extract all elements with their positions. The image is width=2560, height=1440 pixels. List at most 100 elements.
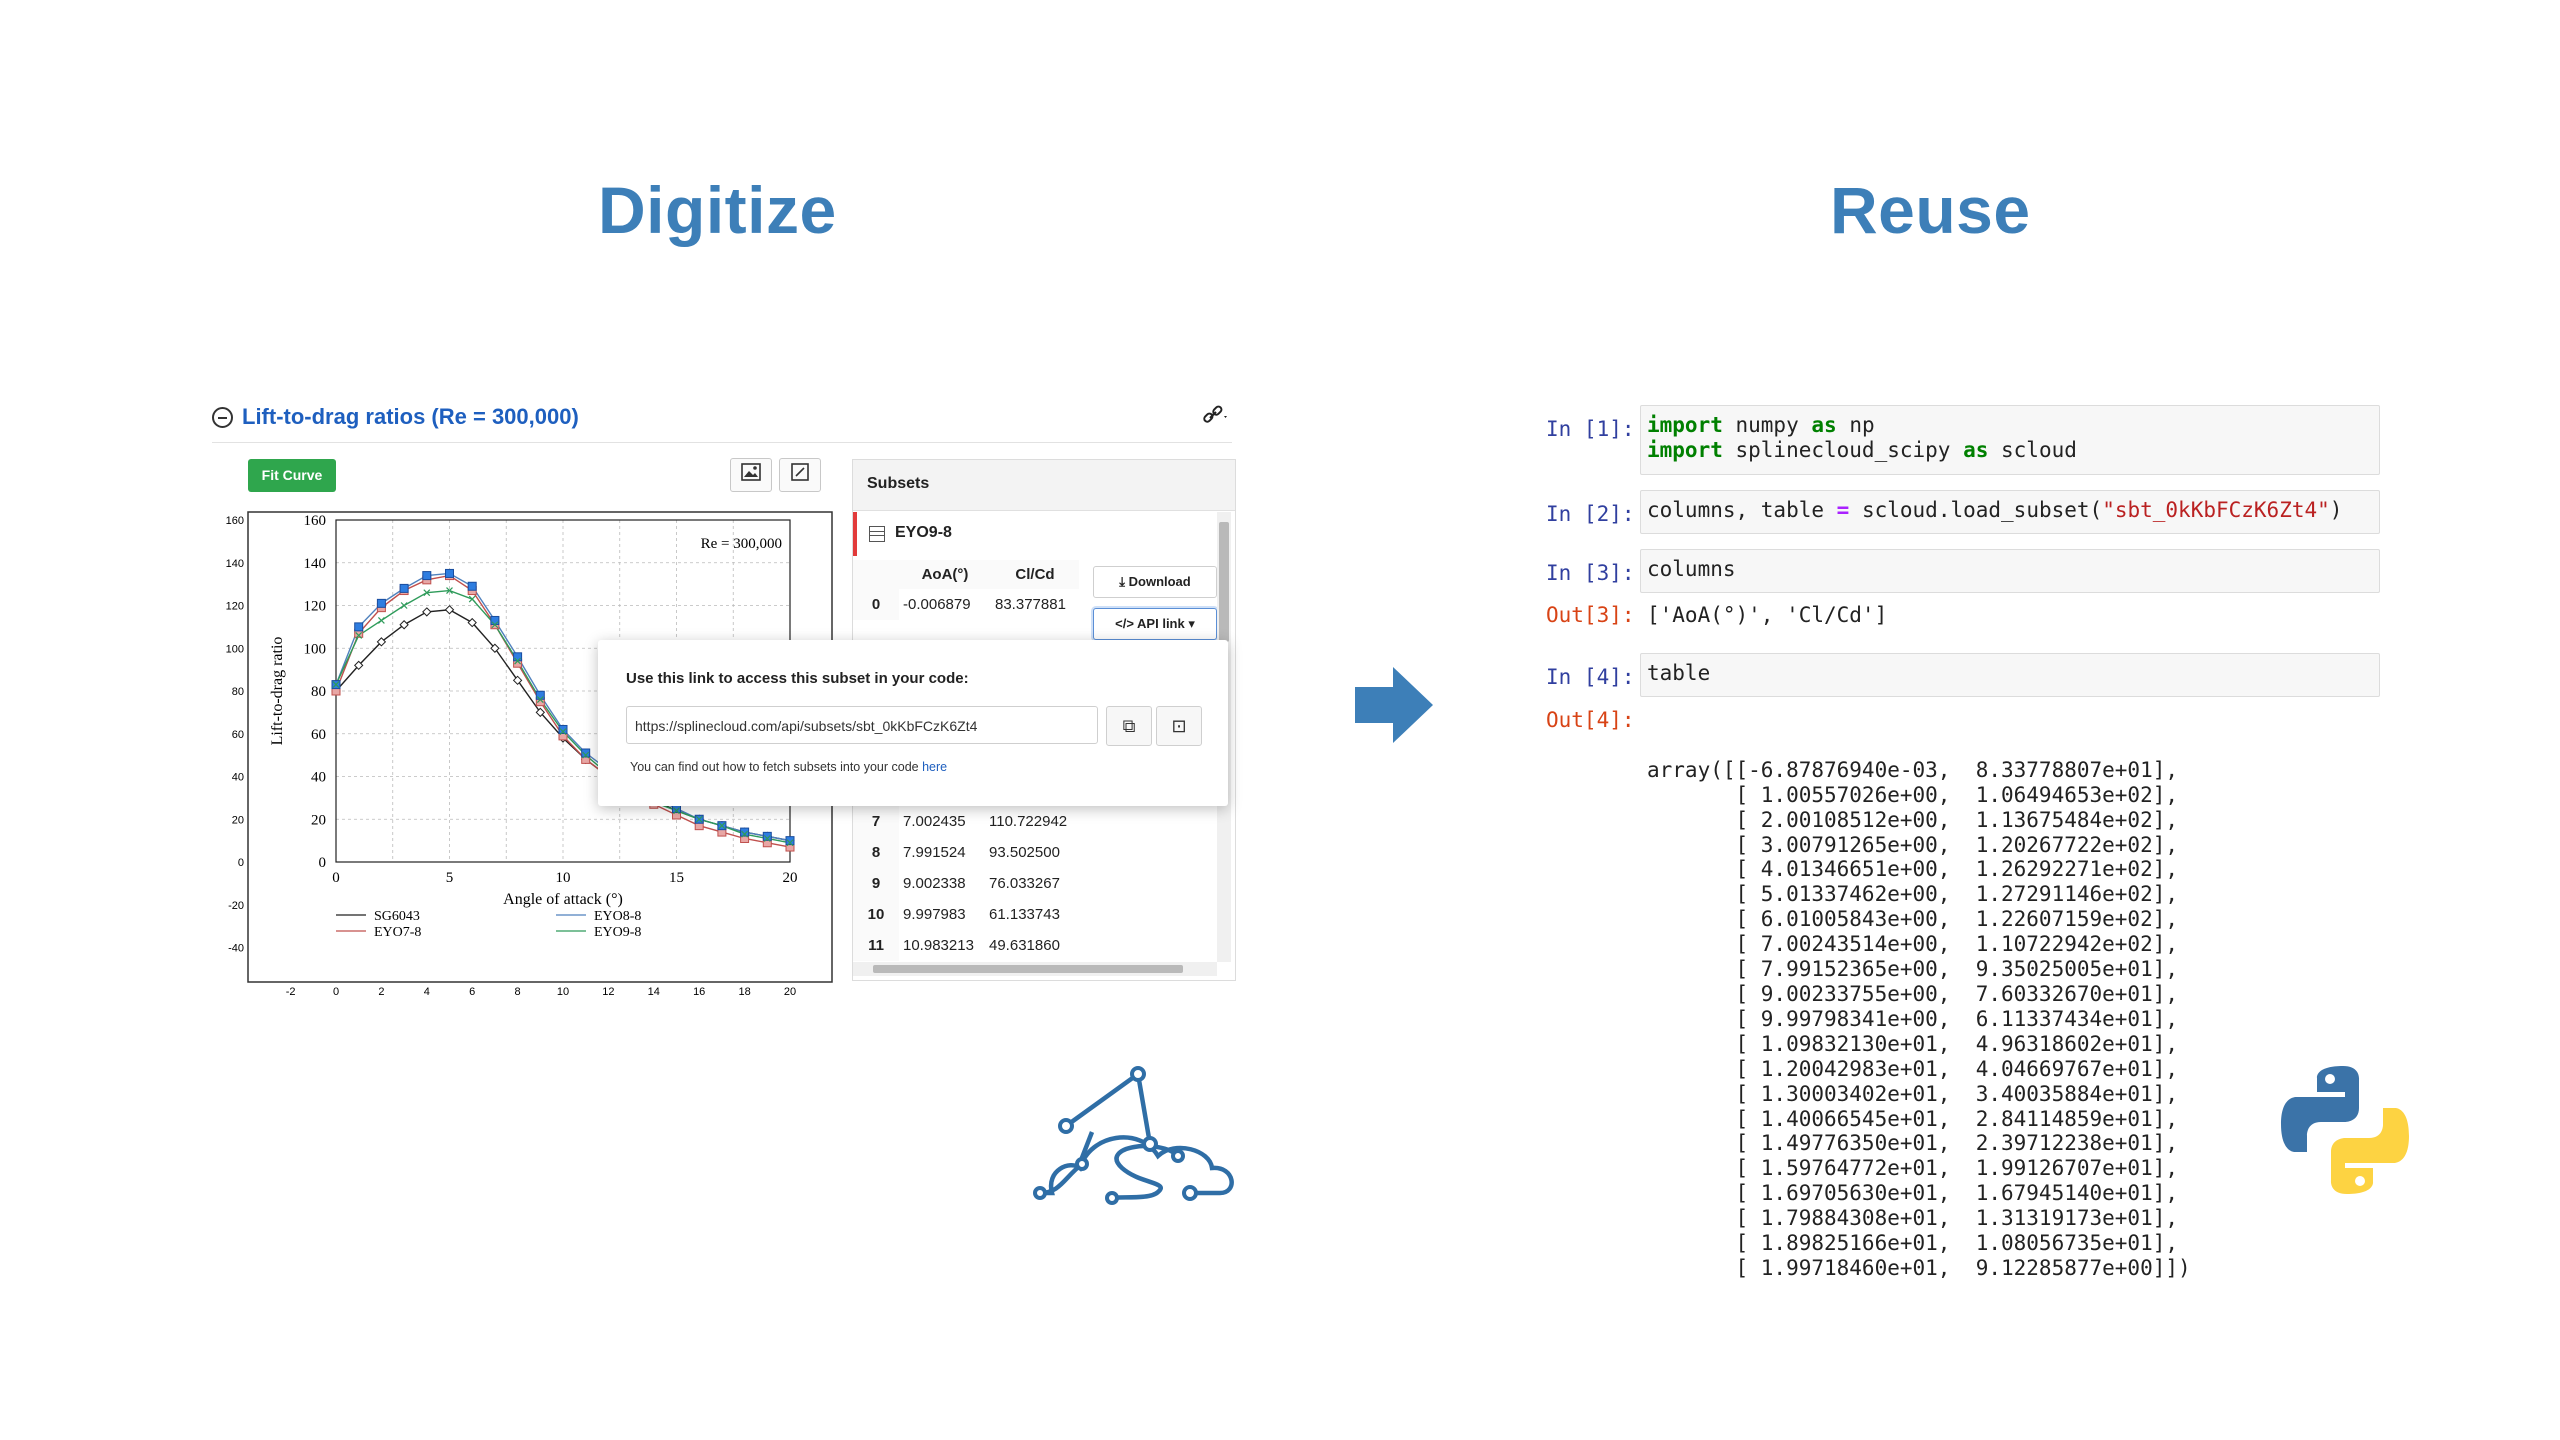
data-point xyxy=(400,602,408,609)
legend-label: EYO8-8 xyxy=(594,909,641,924)
horizontal-scrollbar[interactable] xyxy=(853,962,1217,976)
outer-x-tick-label: 4 xyxy=(424,986,430,998)
data-point xyxy=(467,581,477,591)
collapse-icon[interactable] xyxy=(212,407,233,428)
popup-note: You can find out how to fetch subsets in… xyxy=(630,760,948,774)
row-index: 10 xyxy=(853,899,899,930)
outer-x-tick-label: 14 xyxy=(648,986,660,998)
outer-y-tick-label: 0 xyxy=(238,857,244,869)
prompt-in-1: In [1]: xyxy=(1546,417,1635,441)
download-label: Download xyxy=(1128,574,1191,589)
data-point xyxy=(740,827,750,837)
prompt-out-4: Out[4]: xyxy=(1546,708,1635,732)
prompt-out-3: Out[3]: xyxy=(1546,603,1635,627)
cell-aoa: 7.991524 xyxy=(903,844,966,861)
arrow-right-icon xyxy=(1355,667,1433,743)
data-point xyxy=(445,568,454,578)
cell-clcd: 110.722942 xyxy=(989,813,1068,830)
data-point xyxy=(785,836,795,846)
subset-item-active[interactable]: EYO9-8 xyxy=(853,512,1219,556)
outer-y-tick-label: -40 xyxy=(228,943,244,955)
api-link-label: API link xyxy=(1137,616,1185,631)
data-point xyxy=(399,583,409,593)
splinecloud-logo xyxy=(1033,1066,1234,1205)
outer-y-tick-label: 120 xyxy=(226,601,244,613)
chart-section-title: Lift-to-drag ratios (Re = 300,000) xyxy=(242,404,579,429)
subset-table: AoA(°) Cl/Cd 0 -0.006879 83.377881 xyxy=(853,560,1079,620)
data-point xyxy=(490,643,500,653)
data-point xyxy=(491,621,499,629)
cell-clcd: 49.631860 xyxy=(989,937,1060,954)
cell-clcd: 93.502500 xyxy=(989,844,1060,861)
outer-y-tick-label: 60 xyxy=(232,729,244,741)
code-cell-4[interactable]: table xyxy=(1640,653,2380,697)
data-point xyxy=(490,615,500,625)
x-tick-label: 10 xyxy=(556,870,571,886)
data-point xyxy=(376,598,386,608)
outer-y-tick-label: 80 xyxy=(232,686,244,698)
copy-code-icon[interactable]: ⊡ xyxy=(1156,706,1202,746)
y-axis-label: Lift-to-drag ratio xyxy=(269,637,286,746)
legend-label: EYO7-8 xyxy=(374,925,421,940)
caret-down-icon: ▾ xyxy=(1188,616,1195,631)
prompt-in-2: In [2]: xyxy=(1546,502,1635,526)
y-tick-label: 60 xyxy=(311,727,326,743)
data-point xyxy=(399,620,409,630)
outer-y-tick-label: 160 xyxy=(226,515,244,527)
cell-clcd: 61.133743 xyxy=(989,906,1060,923)
x-tick-label: 20 xyxy=(783,870,798,886)
image-icon[interactable] xyxy=(730,458,772,492)
subsets-header: Subsets xyxy=(853,460,1235,511)
subset-name: EYO9-8 xyxy=(895,524,952,541)
fit-curve-button[interactable]: Fit Curve xyxy=(248,459,336,492)
data-point xyxy=(467,617,477,628)
row-index: 9 xyxy=(853,868,899,899)
data-point xyxy=(512,675,523,686)
data-point xyxy=(377,617,385,624)
data-point xyxy=(514,657,522,665)
outer-x-tick-label: 20 xyxy=(784,986,796,998)
python-logo xyxy=(2281,1066,2409,1194)
cell-aoa: 9.997983 xyxy=(903,906,966,923)
cell-clcd: 83.377881 xyxy=(995,596,1066,613)
data-point xyxy=(423,589,431,597)
download-button[interactable]: ⤓ Download xyxy=(1093,566,1217,598)
output-4: array([[-6.87876940e-03, 8.33778807e+01]… xyxy=(1647,757,2191,1280)
x-tick-label: 5 xyxy=(446,870,454,886)
link-icon[interactable] xyxy=(1202,404,1230,432)
code-cell-2[interactable]: columns, table = scloud.load_subset("sbt… xyxy=(1640,490,2380,534)
digitize-heading: Digitize xyxy=(598,173,837,247)
copy-icon[interactable]: ⧉ xyxy=(1106,706,1152,746)
column-header-clcd: Cl/Cd xyxy=(991,560,1079,589)
y-tick-label: 120 xyxy=(304,599,327,615)
y-tick-label: 100 xyxy=(304,641,327,657)
api-link-button[interactable]: </> API link ▾ xyxy=(1093,608,1217,640)
data-point xyxy=(536,696,544,703)
data-point xyxy=(786,839,794,847)
resize-icon[interactable] xyxy=(779,458,821,492)
row-index: 8 xyxy=(853,837,899,868)
data-point xyxy=(355,632,363,639)
cell-aoa: 7.002435 xyxy=(903,813,966,830)
api-url-field[interactable]: https://splinecloud.com/api/subsets/sbt_… xyxy=(626,706,1098,744)
prompt-in-3: In [3]: xyxy=(1546,561,1635,585)
output-3: ['AoA(°)', 'Cl/Cd'] xyxy=(1647,603,1888,627)
data-point xyxy=(376,637,387,647)
y-tick-label: 160 xyxy=(304,513,327,529)
y-tick-label: 0 xyxy=(319,855,327,871)
outer-x-tick-label: 10 xyxy=(557,986,569,998)
data-point xyxy=(354,622,364,632)
code-cell-3[interactable]: columns xyxy=(1640,549,2380,593)
code-cell-1[interactable]: import numpy as np import splinecloud_sc… xyxy=(1640,405,2380,475)
chart-annotation: Re = 300,000 xyxy=(701,536,782,552)
outer-y-tick-label: 20 xyxy=(232,814,244,826)
help-link[interactable]: here xyxy=(922,760,948,774)
data-point xyxy=(446,587,453,594)
data-point xyxy=(353,660,364,671)
outer-y-tick-label: 40 xyxy=(232,772,244,784)
y-tick-label: 140 xyxy=(304,556,327,572)
column-header-aoa: AoA(°) xyxy=(899,560,991,589)
